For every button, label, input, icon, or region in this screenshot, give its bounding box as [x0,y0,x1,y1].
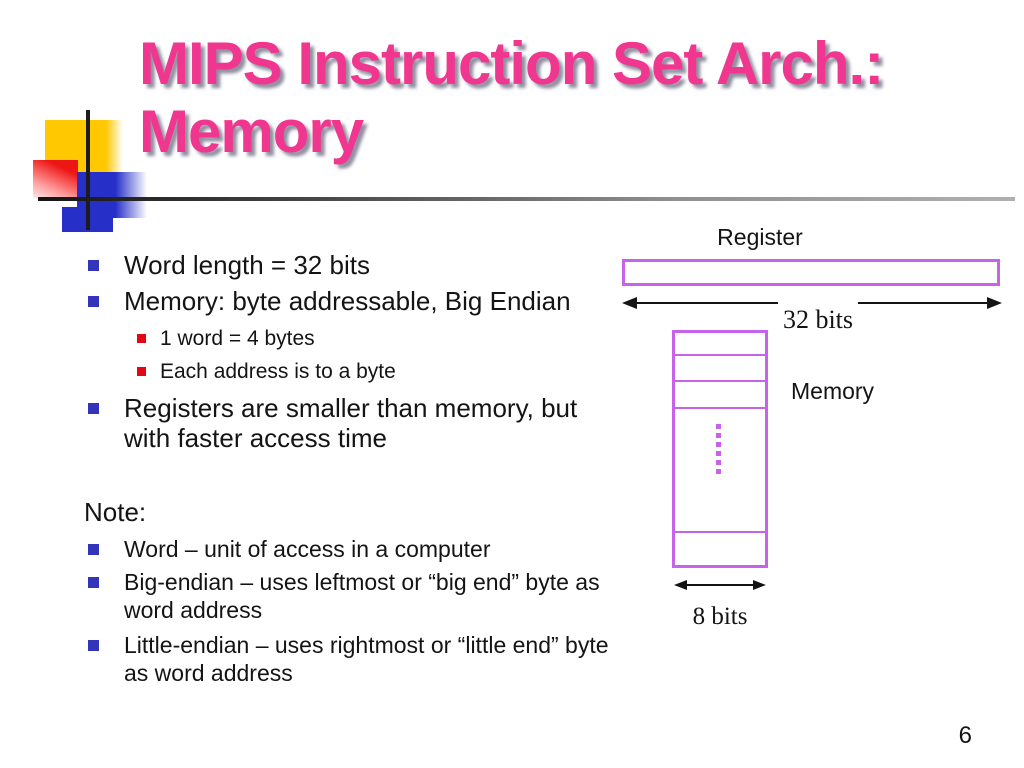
arrowhead-right-icon [753,580,766,590]
arrowhead-right-icon [987,297,1002,309]
note-item-text: Word – unit of access in a computer [124,536,491,562]
register-rectangle [622,259,1000,286]
memory-cell [675,356,765,382]
decoration-red-square [33,160,78,198]
bullet-square-icon [137,334,146,343]
decoration-vertical-line [86,110,90,230]
width-8bits-arrow [674,580,766,590]
list-item: Word length = 32 bits [84,250,644,280]
title-divider-line [38,197,1015,201]
list-item-text: 1 word = 4 bytes [160,327,315,350]
list-item-text: Registers are smaller than memory, but w… [124,393,578,453]
list-item: Registers are smaller than memory, but w… [84,393,644,453]
register-label: Register [717,224,803,250]
list-item: Memory: byte addressable, Big Endian [84,286,644,316]
list-item-text: Each address is to a byte [160,360,396,383]
page-number: 6 [958,722,972,749]
arrowhead-left-icon [674,580,687,590]
memory-cell [675,533,765,565]
bullet-square-icon [137,367,146,376]
memory-cell [675,382,765,409]
note-item: Little-endian – uses rightmost or “littl… [84,631,644,687]
note-item: Word – unit of access in a computer [84,535,644,563]
slide-title: MIPS Instruction Set Arch.: Memory [139,30,884,165]
note-item: Big-endian – uses leftmost or “big end” … [84,568,644,624]
memory-label: Memory [791,378,875,404]
memory-cell [675,333,765,356]
bullet-square-icon [88,296,99,307]
ellipsis-dots-icon [716,424,721,474]
note-heading: Note: [84,497,147,527]
bullet-list: Word length = 32 bits Memory: byte addre… [84,250,644,687]
memory-cell-ellipsis [675,409,765,533]
note-item-text: Little-endian – uses rightmost or “littl… [124,632,609,686]
note-item-text: Big-endian – uses leftmost or “big end” … [124,569,600,623]
memory-column [672,330,768,568]
list-item: Each address is to a byte [84,359,644,385]
register-width-text: 32 bits [783,305,853,334]
bullet-square-icon [88,403,99,414]
bullet-square-icon [88,544,99,555]
width-32bits-arrow: 32 bits [622,297,1002,334]
arrowhead-left-icon [622,297,637,309]
memory-width-text: 8 bits [692,603,748,630]
bullet-square-icon [88,577,99,588]
list-item-text: Memory: byte addressable, Big Endian [124,286,571,316]
bullet-square-icon [88,260,99,271]
list-item-text: Word length = 32 bits [124,250,370,280]
list-item: 1 word = 4 bytes [84,326,644,352]
bullet-square-icon [88,640,99,651]
